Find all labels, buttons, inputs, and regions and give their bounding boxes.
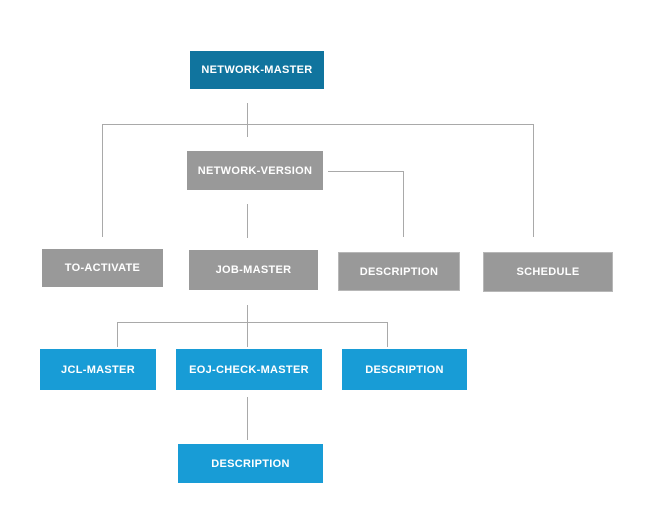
connector-level1-hbar — [102, 124, 534, 125]
node-description-network[interactable]: DESCRIPTION — [338, 252, 460, 291]
node-eoj-check-master[interactable]: EOJ-CHECK-MASTER — [176, 349, 322, 390]
node-network-version[interactable]: NETWORK-VERSION — [187, 151, 323, 190]
connector-drop-schedule — [533, 124, 534, 237]
connector-drop-description-job — [387, 322, 388, 347]
connector-eoj-to-description — [247, 397, 248, 440]
node-schedule[interactable]: SCHEDULE — [483, 252, 613, 292]
connector-level3-hbar — [117, 322, 388, 323]
connector-version-description-v — [403, 171, 404, 237]
connector-drop-jcl-master — [117, 322, 118, 347]
node-description-job[interactable]: DESCRIPTION — [342, 349, 467, 390]
node-to-activate[interactable]: TO-ACTIVATE — [42, 249, 163, 287]
node-network-master[interactable]: NETWORK-MASTER — [190, 51, 324, 89]
node-description-eoj[interactable]: DESCRIPTION — [178, 444, 323, 483]
connector-master-to-version — [247, 103, 248, 137]
node-jcl-master[interactable]: JCL-MASTER — [40, 349, 156, 390]
connector-drop-to-activate — [102, 124, 103, 237]
connector-version-description-h — [328, 171, 404, 172]
connector-jobmaster-drop — [247, 305, 248, 347]
node-job-master[interactable]: JOB-MASTER — [189, 250, 318, 290]
connector-version-to-jobmaster — [247, 204, 248, 238]
